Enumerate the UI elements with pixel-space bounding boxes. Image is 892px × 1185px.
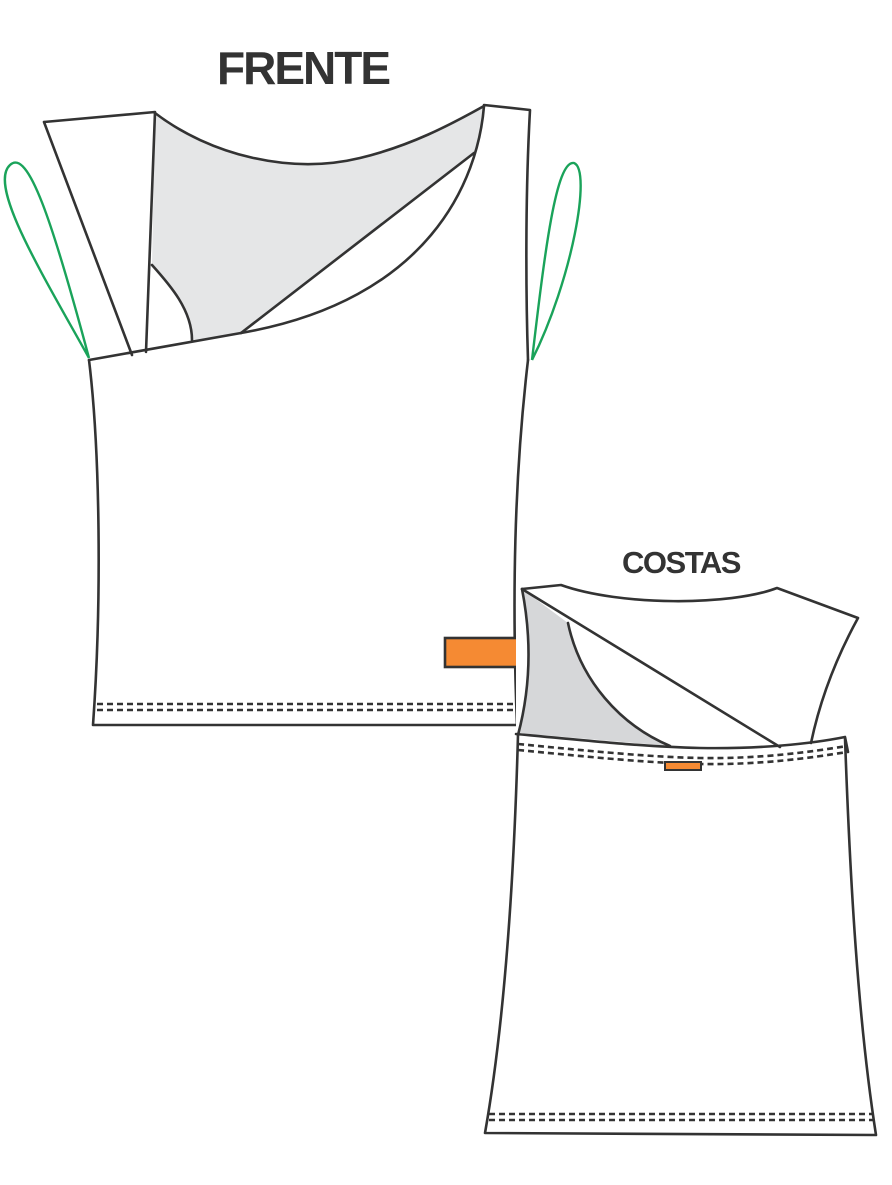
- back-body: [483, 733, 878, 1137]
- back-title: COSTAS: [622, 545, 741, 580]
- front-inner-shade: [152, 106, 484, 340]
- back-drape-curve: [566, 621, 672, 748]
- back-inner-shade: [518, 589, 670, 746]
- back-view: COSTAS: [483, 545, 892, 1185]
- front-left-strap: [42, 110, 157, 357]
- front-neckline: [153, 104, 486, 166]
- front-label-tag: [443, 636, 520, 669]
- front-right-loop: [530, 161, 582, 361]
- front-body: [87, 358, 530, 727]
- front-bodice-line: [87, 331, 243, 362]
- front-left-loop: [3, 161, 91, 359]
- back-drape-diagonal: [520, 587, 782, 749]
- front-view: FRENTE: [3, 42, 582, 727]
- front-hem-stitch: [97, 702, 515, 712]
- front-drape-diagonal: [239, 151, 476, 335]
- back-left-armhole: [516, 587, 530, 737]
- front-title: FRENTE: [217, 42, 389, 94]
- back-neckline: [520, 583, 860, 745]
- back-waistband: [514, 732, 850, 754]
- front-inner-fold: [150, 263, 194, 342]
- front-right-strap: [482, 103, 532, 362]
- back-hem-stitch: [489, 1112, 873, 1122]
- back-label-tag: [664, 761, 702, 771]
- front-drape-curve: [239, 104, 486, 335]
